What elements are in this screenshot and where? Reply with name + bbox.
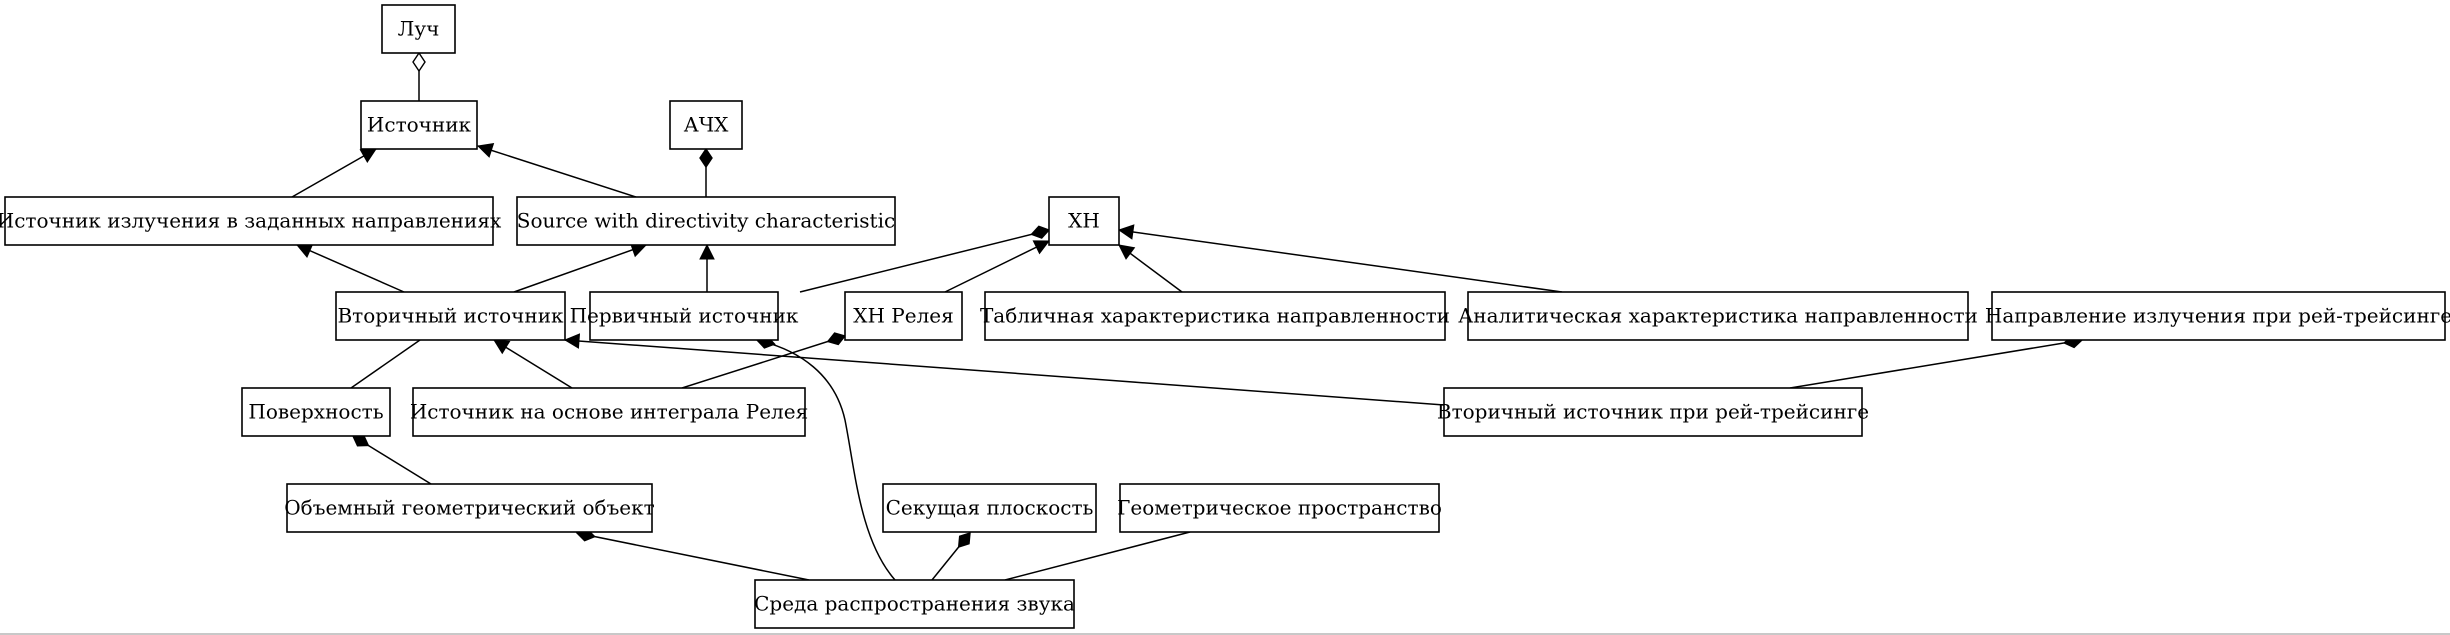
edge-perv-to-xh bbox=[799, 225, 1051, 293]
aggregation-marker bbox=[412, 51, 426, 73]
node-label: Луч bbox=[398, 17, 440, 41]
node-label: Среда распространения звука bbox=[754, 592, 1075, 616]
node-box bbox=[412, 387, 806, 437]
inheritance-marker bbox=[476, 143, 495, 158]
node-label: Объемный геометрический объект bbox=[284, 496, 654, 520]
node-box bbox=[1443, 387, 1863, 437]
node-box bbox=[286, 483, 653, 533]
node-box bbox=[984, 291, 1446, 341]
node-box bbox=[1119, 483, 1440, 533]
node-source_dir: Source with directivity characteristic bbox=[516, 196, 896, 246]
edge-achh-to-source_dir bbox=[699, 147, 713, 197]
edge-vtor-to-ist_izl bbox=[295, 243, 405, 293]
node-box bbox=[589, 291, 779, 341]
node-label: Источник на основе интеграла Релея bbox=[410, 400, 808, 424]
node-box bbox=[360, 100, 478, 150]
node-vtor_ray: Вторичный источник при рей-трейсинге bbox=[1437, 387, 1869, 437]
node-label: Поверхность bbox=[248, 400, 383, 424]
node-box bbox=[754, 579, 1075, 629]
node-poverh: Поверхность bbox=[241, 387, 391, 437]
node-luch: Луч bbox=[381, 4, 456, 54]
edge-sreda-to-obem bbox=[575, 528, 810, 581]
node-label: Вторичный источник bbox=[337, 304, 564, 328]
bottom-divider bbox=[0, 633, 2450, 635]
edge-tabl-to-xh bbox=[1118, 244, 1183, 293]
node-xh: ХН bbox=[1048, 196, 1120, 246]
node-istochnik: Источник bbox=[360, 100, 478, 150]
node-achh: АЧХ bbox=[669, 100, 743, 150]
edge-ist_rel-to-vtor bbox=[493, 339, 573, 389]
edge-vtor_ray-to-vtor bbox=[563, 333, 1445, 406]
node-box bbox=[844, 291, 963, 341]
inheritance-marker bbox=[295, 243, 314, 258]
node-label: Направление излучения при рей-трейсинге bbox=[1985, 304, 2450, 328]
node-label: ХН Релея bbox=[853, 304, 954, 328]
node-box bbox=[1467, 291, 1969, 341]
edge-vtor-to-source_dir bbox=[513, 242, 648, 293]
node-tabl: Табличная характеристика направленности bbox=[980, 291, 1450, 341]
node-analit: Аналитическая характеристика направленно… bbox=[1458, 291, 1978, 341]
node-box bbox=[669, 100, 743, 150]
edge-vtor-to-poverh bbox=[350, 339, 421, 389]
edge-sreda-to-sek bbox=[931, 532, 971, 581]
node-label: АЧХ bbox=[684, 113, 730, 137]
inheritance-marker bbox=[699, 243, 715, 260]
node-sek: Секущая плоскость bbox=[882, 483, 1097, 533]
node-label: Source with directivity characteristic bbox=[517, 209, 895, 233]
node-box bbox=[516, 196, 896, 246]
composition-marker bbox=[1030, 225, 1051, 239]
composition-marker bbox=[699, 147, 713, 169]
edge-vtor_ray-to-napr bbox=[1789, 334, 2084, 389]
node-label: Геометрическое пространство bbox=[1117, 496, 1442, 520]
node-napr: Направление излучения при рей-трейсинге bbox=[1985, 291, 2450, 341]
node-label: Источник bbox=[367, 113, 472, 137]
node-box bbox=[241, 387, 391, 437]
node-label: Первичный источник bbox=[570, 304, 799, 328]
inheritance-marker bbox=[563, 333, 581, 349]
node-box bbox=[4, 196, 494, 246]
node-ist_izl: Источник излучения в заданных направлени… bbox=[0, 196, 502, 246]
node-box bbox=[381, 4, 456, 54]
node-perv: Первичный источник bbox=[570, 291, 799, 341]
inheritance-marker bbox=[359, 148, 377, 163]
node-xh_rel: ХН Релея bbox=[844, 291, 963, 341]
composition-marker bbox=[826, 332, 847, 346]
edge-xh_rel-to-xh bbox=[944, 240, 1051, 293]
node-label: Табличная характеристика направленности bbox=[980, 304, 1450, 328]
node-obem: Объемный геометрический объект bbox=[284, 483, 655, 533]
inheritance-marker bbox=[1117, 224, 1135, 240]
edge-source_dir-to-istochnik bbox=[476, 143, 637, 198]
node-label: Секущая плоскость bbox=[886, 496, 1094, 520]
edges-layer bbox=[291, 51, 2084, 581]
edge-obem-to-poverh bbox=[351, 434, 432, 485]
node-box bbox=[882, 483, 1097, 533]
node-sreda: Среда распространения звука bbox=[754, 579, 1075, 629]
edge-perv-to-source_dir bbox=[699, 243, 715, 292]
node-label: ХН bbox=[1068, 209, 1100, 233]
edge-luch-to-istochnik bbox=[412, 51, 426, 101]
inheritance-marker bbox=[493, 339, 511, 355]
node-box bbox=[1048, 196, 1120, 246]
node-vtor: Вторичный источник bbox=[335, 291, 566, 341]
node-geom: Геометрическое пространство bbox=[1117, 483, 1442, 533]
inheritance-marker bbox=[1118, 244, 1136, 260]
node-box bbox=[1991, 291, 2446, 341]
node-label: Вторичный источник при рей-трейсинге bbox=[1437, 400, 1869, 424]
edge-ist_rel-to-xh_rel bbox=[681, 332, 847, 389]
node-box bbox=[335, 291, 566, 341]
edge-sreda-to-geom bbox=[1004, 531, 1191, 581]
edge-analit-to-xh bbox=[1117, 224, 1563, 293]
inheritance-marker bbox=[1032, 240, 1051, 255]
node-label: Источник излучения в заданных направлени… bbox=[0, 209, 502, 233]
node-ist_rel: Источник на основе интеграла Релея bbox=[410, 387, 808, 437]
node-label: Аналитическая характеристика направленно… bbox=[1458, 304, 1978, 328]
edge-ist_izl-to-istochnik bbox=[291, 148, 377, 198]
edge-sreda-to-perv bbox=[755, 335, 896, 581]
composition-marker bbox=[351, 434, 370, 447]
composition-marker bbox=[957, 532, 971, 548]
